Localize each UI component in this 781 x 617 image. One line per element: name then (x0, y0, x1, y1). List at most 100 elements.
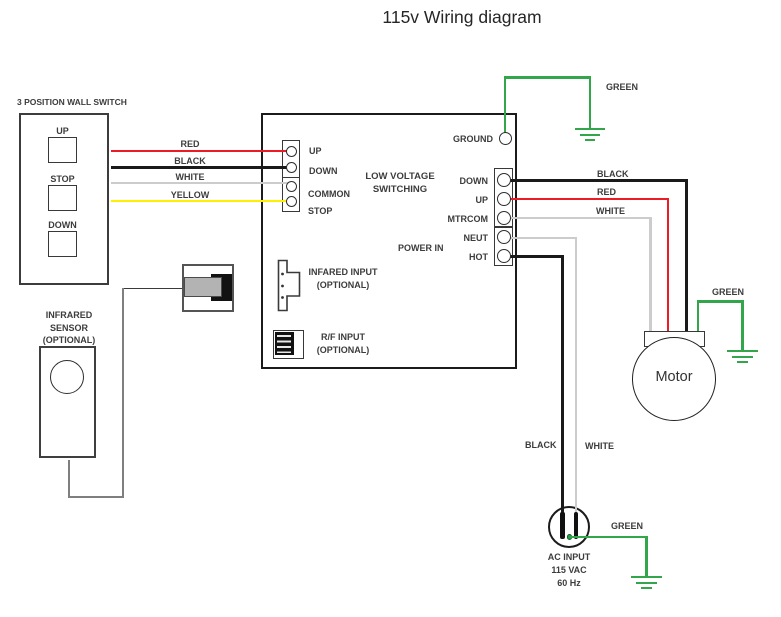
ac-plug-prong-right (573, 512, 578, 539)
ground-symbol-ac-line3 (640, 586, 652, 589)
terminal-mtrcom (497, 211, 511, 225)
infrared-input-connector-icon (277, 259, 301, 312)
wire-label-yellow: YELLOW (170, 189, 210, 200)
motor-wire-label-black: BLACK (597, 169, 629, 179)
wall-switch-down-label: DOWN (48, 220, 77, 230)
infrared-sensor-line1: INFRARED (45, 310, 93, 320)
ground-symbol-motor-line3 (737, 360, 748, 363)
wire-sensor-vertical (122, 288, 124, 497)
motor-wire-label-red: RED (597, 187, 617, 197)
wire-white-motor-h (509, 216, 651, 219)
wire-white-neut-h (509, 236, 577, 239)
ac-wire-label-black: BLACK (525, 440, 557, 450)
wire-white-switch (111, 181, 289, 184)
wire-green-ac-v (645, 535, 648, 577)
terminal-label-hot: HOT (469, 251, 488, 262)
low-voltage-line: LOW VOLTAGE (365, 171, 435, 182)
terminal-label-stop: STOP (308, 206, 333, 216)
sensor-plug-connector (182, 264, 234, 312)
sensor-plug-gray-part (184, 277, 222, 297)
ground-terminal (499, 132, 512, 145)
terminal-label-common: COMMON (308, 188, 350, 199)
infrared-sensor-line2: SENSOR (49, 322, 88, 333)
ac-input-line3: 60 Hz (557, 578, 581, 588)
ac-plug (548, 506, 590, 548)
infrared-input-line2: (OPTIONAL) (316, 280, 370, 290)
wire-red-motor-h (509, 197, 669, 200)
wire-label-white: WHITE (175, 172, 205, 182)
wall-switch-stop-button (48, 185, 77, 211)
ground-symbol-motor-line1 (727, 350, 758, 353)
rf-input-line1: R/F INPUT (321, 332, 365, 342)
terminal-hot (497, 249, 511, 263)
green-label-motor: GREEN (712, 287, 745, 297)
wire-black-switch (111, 165, 289, 169)
wire-green-ac-h (570, 535, 647, 538)
wire-black-motor-h (509, 178, 688, 182)
wire-white-neut-v (574, 236, 577, 514)
terminal-up-right (497, 192, 511, 206)
infrared-sensor-lens (50, 360, 84, 394)
terminal-label-down-right: DOWN (459, 176, 489, 186)
ground-symbol-top-line3 (585, 138, 595, 141)
green-label-ac: GREEN (611, 521, 644, 531)
wire-white-motor-v (649, 216, 652, 333)
low-voltage-switching-label: LOW VOLTAGE SWITCHING (344, 170, 456, 196)
infrared-sensor-label: INFRARED SENSOR (OPTIONAL) (29, 309, 109, 347)
wire-yellow-switch (111, 199, 289, 202)
wall-switch-stop-label: STOP (50, 174, 75, 184)
infrared-sensor-line3: (OPTIONAL) (42, 335, 96, 345)
motor-wire-label-white: WHITE (596, 206, 625, 216)
power-in-label: POWER IN (398, 242, 444, 253)
ac-wire-label-white: WHITE (585, 441, 614, 451)
terminal-label-neut: NEUT (463, 232, 489, 243)
wall-switch-down-button (48, 231, 77, 257)
motor-body (632, 337, 716, 421)
wire-green-motor-h (696, 300, 744, 303)
terminal-label-mtrcom: MTRCOM (447, 213, 489, 224)
terminal-label-down: DOWN (309, 165, 338, 176)
green-label-ground: GREEN (606, 82, 639, 92)
infrared-input-line1: INFARED INPUT (308, 267, 378, 277)
wire-green-ground-v1 (503, 76, 506, 133)
wire-green-ground-h (503, 76, 591, 79)
rf-input-line2: (OPTIONAL) (316, 345, 370, 355)
wire-black-hot-h (509, 254, 563, 258)
motor-label: Motor (655, 369, 693, 385)
ground-symbol-ac-line1 (630, 576, 662, 579)
switching-line: SWITCHING (372, 184, 428, 195)
terminal-common (285, 180, 297, 192)
wire-black-motor-v (685, 178, 688, 333)
terminal-down-right (497, 173, 511, 187)
ground-symbol-motor-line2 (732, 355, 753, 358)
terminal-label-up-right: UP (475, 194, 488, 205)
terminal-neut (497, 230, 511, 244)
terminal-up-left (285, 145, 297, 157)
ground-symbol-top-line1 (575, 128, 605, 131)
wire-green-motor-v2 (741, 300, 744, 350)
rf-jack-body (275, 332, 294, 355)
wire-sensor-bottom (68, 495, 124, 498)
wire-sensor-riser (68, 460, 70, 497)
wire-red-motor-v (666, 197, 669, 333)
wall-switch-up-label: UP (56, 126, 69, 136)
wall-switch-up-button (48, 137, 77, 163)
wire-red-switch (111, 149, 289, 152)
wire-sensor-lead (123, 287, 182, 290)
wire-label-black: BLACK (174, 155, 206, 166)
ground-terminal-label: GROUND (453, 134, 493, 144)
rf-jack-stripes (277, 335, 291, 353)
wire-label-red: RED (180, 139, 200, 149)
wire-green-motor-v1 (696, 300, 699, 332)
ac-input-line1: AC INPUT (547, 552, 591, 562)
terminal-down-left (285, 161, 297, 173)
rf-input-jack-icon (273, 330, 304, 359)
control-box (261, 113, 517, 369)
diagram-title: 115v Wiring diagram (382, 7, 542, 27)
terminal-label-up: UP (309, 146, 322, 156)
ac-plug-prong-left (560, 512, 565, 539)
wall-switch-title: 3 POSITION WALL SWITCH (17, 97, 127, 107)
terminal-stop (285, 196, 297, 207)
infrared-input-label: INFARED INPUT (OPTIONAL) (303, 266, 383, 292)
